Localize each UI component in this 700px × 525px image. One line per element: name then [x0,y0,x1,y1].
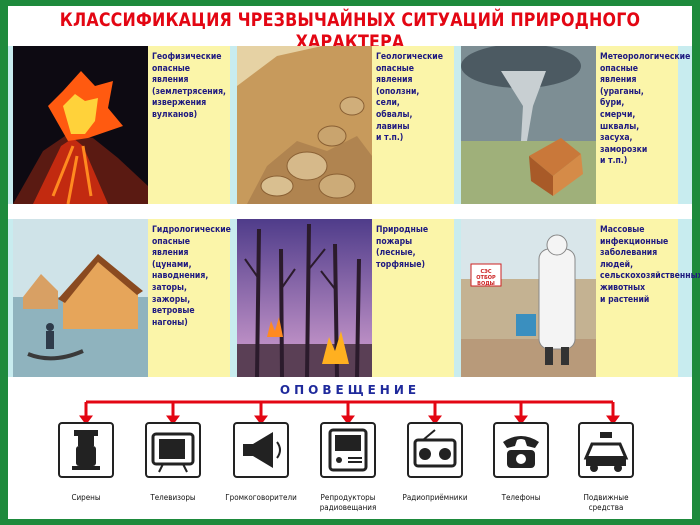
notification-title: ОПОВЕЩЕНИЕ [279,383,421,397]
device-label-vehicles: Подвижные средства [583,493,629,512]
phone-icon [493,422,549,478]
category-label: Гидрологические опасные явления (цунами,… [148,219,231,377]
forest-fire-icon [237,219,372,377]
device-label-sirens: Сирены [71,493,101,502]
radio-speaker-icon [320,422,376,478]
category-label: Геофизические опасные явления (землетряс… [148,46,230,204]
category-label: Природные пожары (лесные, торфяные) [372,219,454,377]
notification-arrows [79,400,620,425]
category-label: Геологические опасные явления (оползни, … [372,46,454,204]
device-label-loudspeakers: Громкоговорители [225,493,297,502]
device-label-radio-receivers: Радиоприёмники [402,493,468,502]
epidemic-icon: СЭС ОТБОР ВОДЫ [461,219,596,377]
flood-icon [13,219,148,377]
device-label-radio-speakers: Репродукторы радиовещания [319,493,377,512]
poster-sheet: КЛАССИФИКАЦИЯ ЧРЕЗВЫЧАЙНЫХ СИТУАЦИЙ ПРИР… [8,6,700,519]
category-label: Метеорологические опасные явления (урага… [596,46,690,204]
volcano-eruption-icon [13,46,148,204]
tornado-icon [461,46,596,204]
category-label: Массовые инфекционные заболевания людей,… [596,219,700,377]
device-label-phones: Телефоны [501,493,541,502]
sign-text: СЭС ОТБОР ВОДЫ [476,269,496,287]
vehicle-icon [578,422,634,478]
device-label-tv: Телевизоры [150,493,196,502]
megaphone-icon [233,422,289,478]
rockfall-icon [237,46,372,204]
radio-icon [407,422,463,478]
tv-icon [145,422,201,478]
siren-icon [58,422,114,478]
